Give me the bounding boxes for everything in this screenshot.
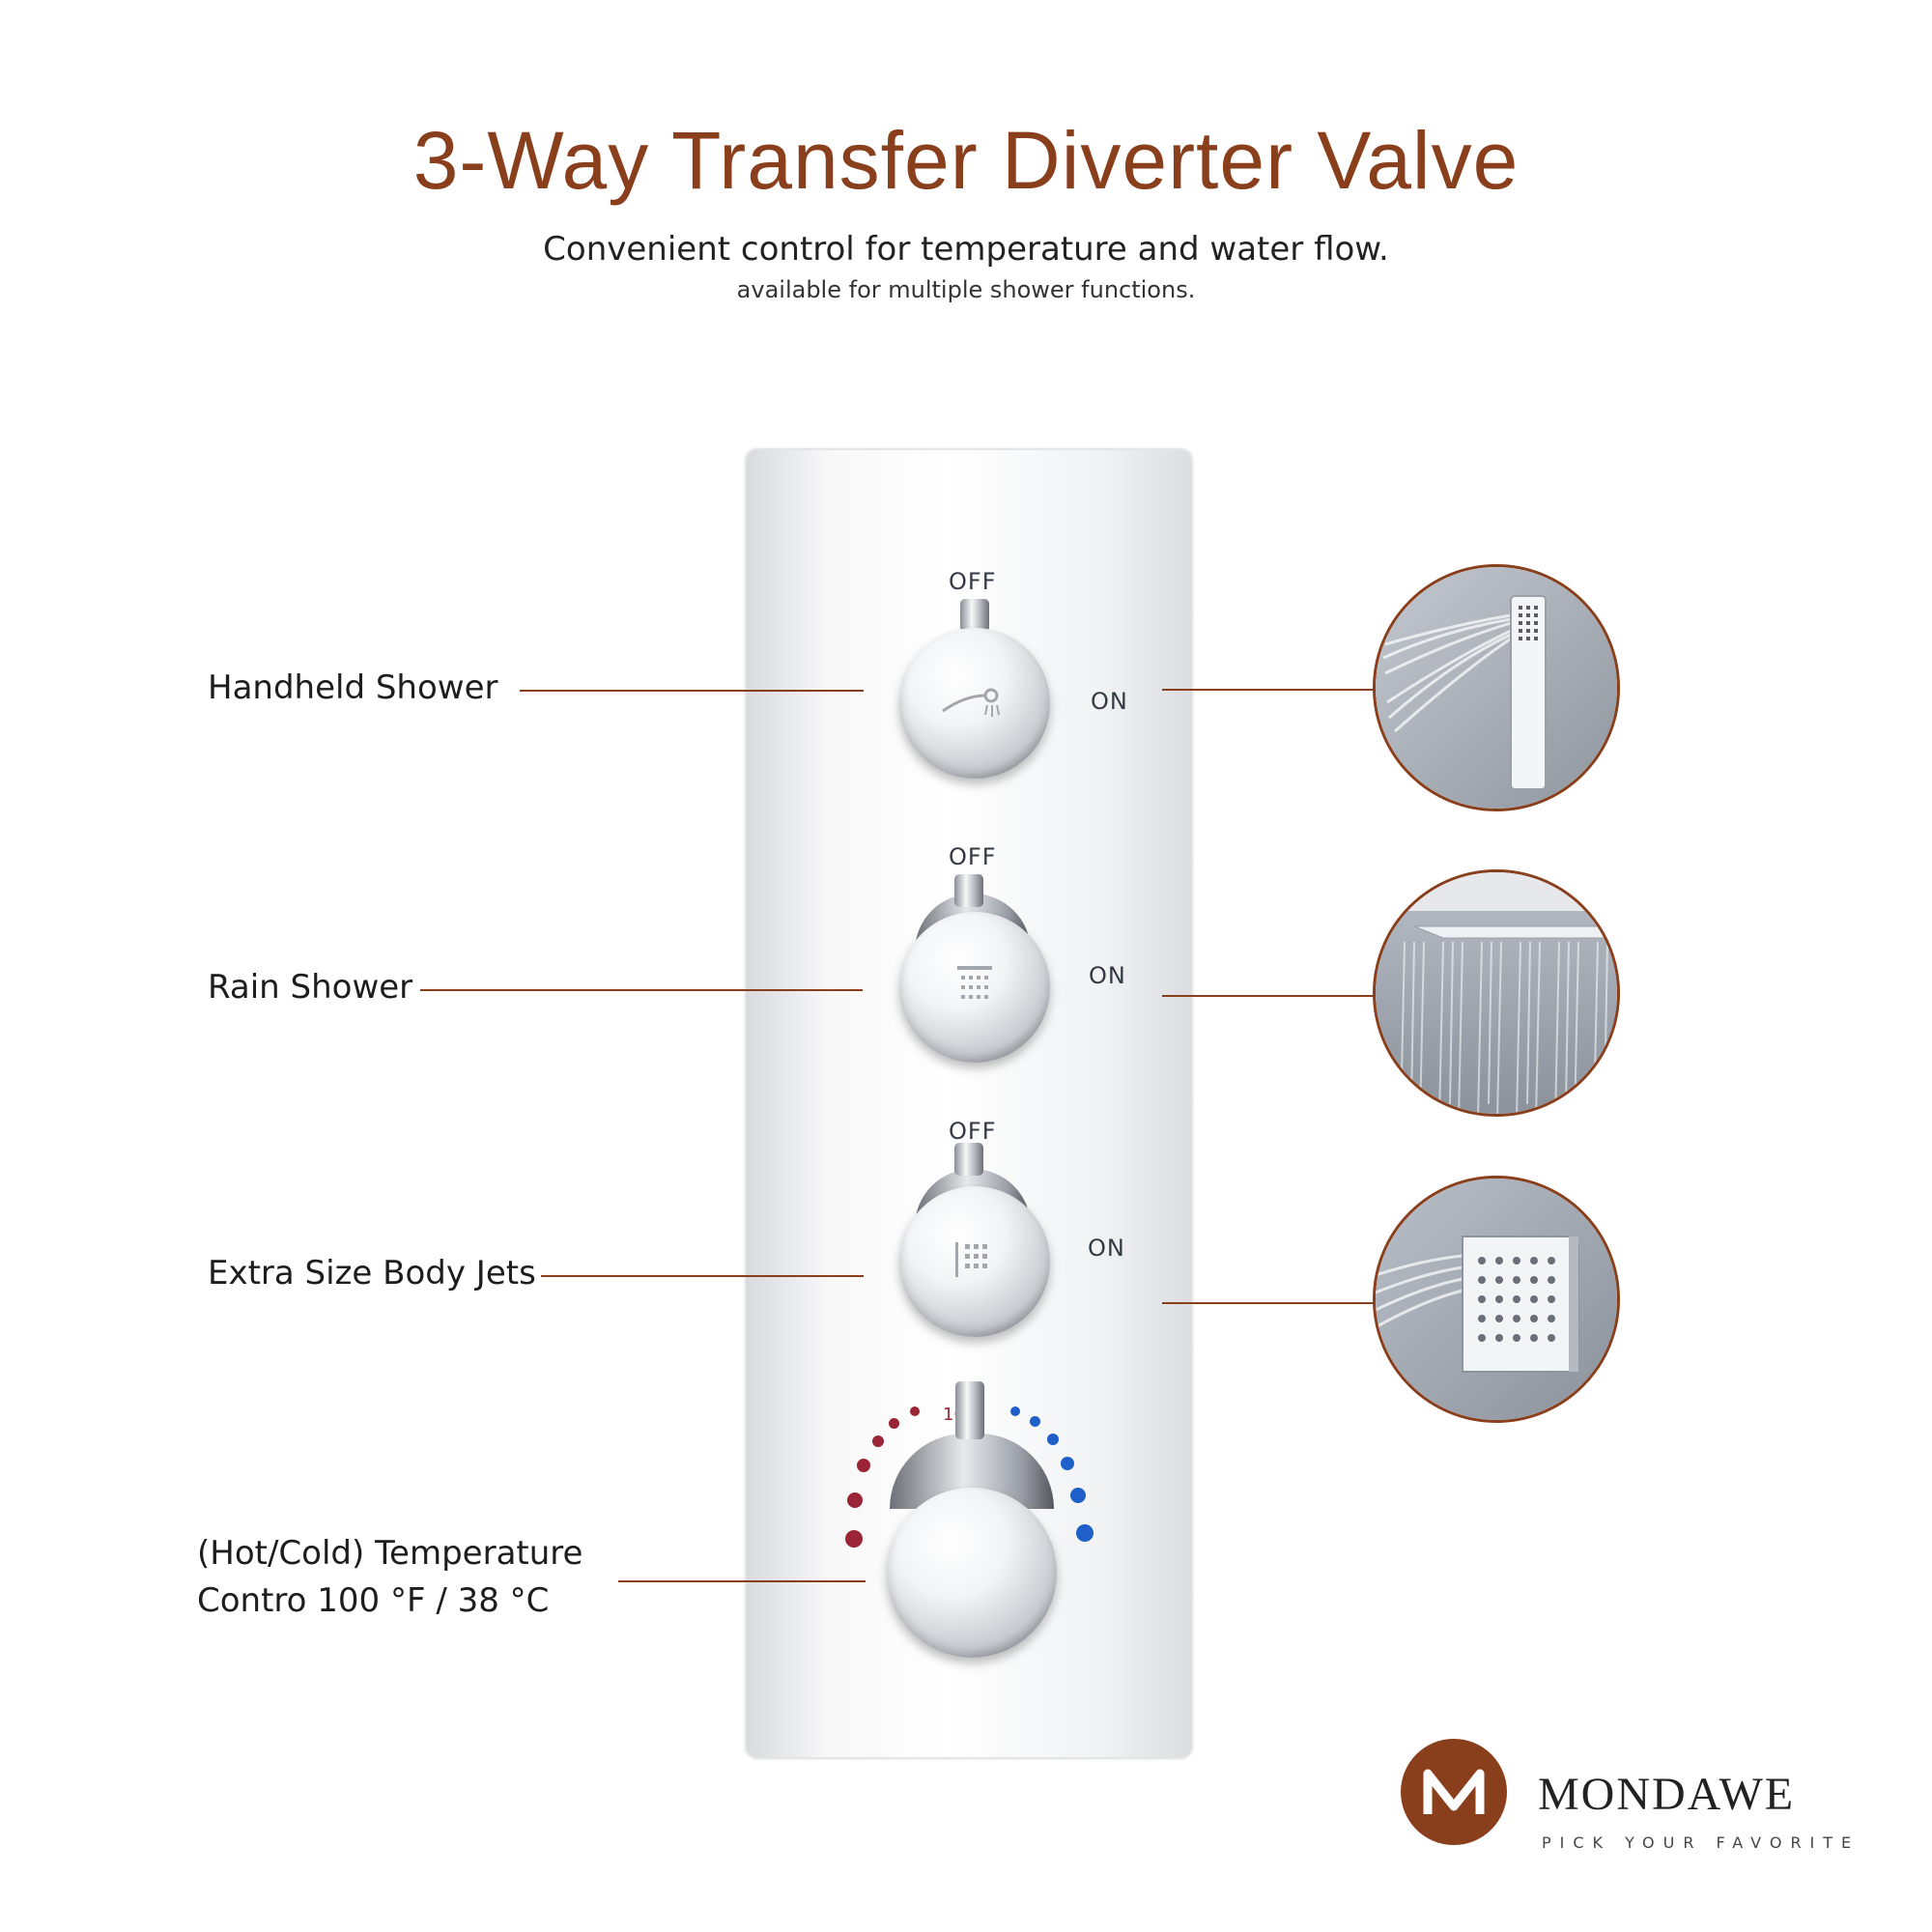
hot-indicator-dot [857,1459,870,1472]
callout-line [520,690,864,692]
brand-tagline: PICK YOUR FAVORITE [1542,1833,1861,1852]
callout-line [420,989,863,991]
callout-handheld-shower: Handheld Shower [208,668,498,707]
valve-2-on-label: ON [1089,962,1126,989]
cold-indicator-dot [1010,1406,1020,1416]
hot-indicator-dot [889,1418,899,1429]
body-jets-icon [953,1240,996,1283]
temperature-stem [955,1381,984,1439]
hot-indicator-dot [910,1406,920,1416]
handheld-shower-icon [941,682,1009,724]
page-title: 3-Way Transfer Diverter Valve [412,115,1520,206]
rain-shower-knob[interactable] [899,912,1050,1063]
valve-1-off-label: OFF [949,568,997,595]
handheld-shower-photo [1373,564,1620,811]
cold-indicator-dot [1076,1524,1094,1542]
cold-indicator-dot [1047,1434,1059,1445]
cold-indicator-dot [1030,1416,1040,1427]
callout-line [1162,995,1375,997]
handheld-shower-knob[interactable] [899,628,1050,779]
valve-1-on-label: ON [1091,688,1128,715]
callout-line [618,1580,866,1582]
rain-shower-icon [955,964,994,1010]
page-subtitle: Convenient control for temperature and w… [543,230,1389,269]
cold-indicator-dot [1061,1457,1074,1470]
valve-3-on-label: ON [1088,1235,1125,1262]
valve-3-stem [954,1143,983,1176]
callout-line [1162,689,1375,691]
callout-temperature-line2: Contro 100 °F / 38 °C [197,1581,550,1620]
callout-line [541,1275,864,1277]
temperature-knob[interactable] [887,1488,1057,1658]
valve-2-off-label: OFF [949,843,997,870]
hot-indicator-dot [872,1435,884,1447]
valve-3-off-label: OFF [949,1118,997,1145]
valve-1-stem [960,599,989,632]
cold-indicator-dot [1070,1488,1086,1503]
callout-line [1162,1302,1375,1304]
brand-logo-icon [1401,1739,1507,1845]
hot-indicator-dot [847,1492,863,1508]
callout-temperature-line1: (Hot/Cold) Temperature [197,1534,583,1573]
hot-indicator-dot [845,1530,863,1548]
page-subtitle-secondary: available for multiple shower functions. [736,276,1196,303]
valve-2-stem [954,874,983,907]
callout-body-jets: Extra Size Body Jets [208,1254,536,1293]
body-jets-photo [1373,1176,1620,1423]
callout-rain-shower: Rain Shower [208,968,413,1007]
body-jets-knob[interactable] [899,1186,1050,1337]
rain-shower-photo [1373,869,1620,1117]
brand-name: MONDAWE [1538,1769,1796,1820]
